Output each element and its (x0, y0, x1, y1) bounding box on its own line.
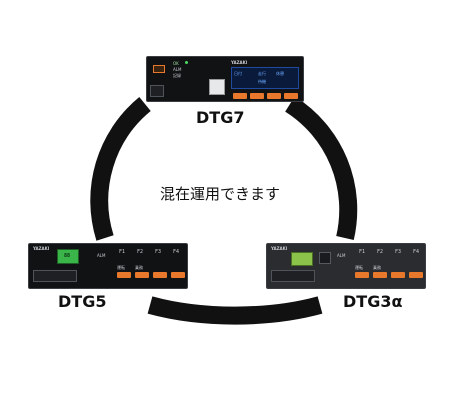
dtg3a-keypad (319, 252, 331, 264)
dtg5-button-3[interactable] (153, 272, 167, 278)
dtg3a-device: YAZAKI ALM F1 F2 F3 F4 運転 乗務 (266, 243, 426, 289)
dtg7-brand: YAZAKI (231, 60, 248, 65)
dtg5-brand: YAZAKI (33, 246, 50, 251)
dtg3a-f1: F1 (359, 249, 366, 255)
center-caption: 混在運用できます (160, 185, 281, 203)
dtg5-f2: F2 (137, 249, 144, 255)
dtg3a-button-1[interactable] (355, 272, 369, 278)
dtg7-label: DTG7 (196, 108, 245, 127)
dtg3a-button-3[interactable] (391, 272, 405, 278)
dtg3a-f4: F4 (413, 249, 420, 255)
dtg7-display: 日付 走行 休憩 待機 (231, 67, 299, 89)
dtg3a-f2: F2 (377, 249, 384, 255)
dtg5-f1: F1 (119, 249, 126, 255)
ring-arc-left (90, 97, 151, 241)
dtg3a-button-2[interactable] (373, 272, 387, 278)
dtg7-device: OK ALM 記録 YAZAKI 日付 走行 休憩 待機 (146, 56, 304, 102)
dtg3a-button-4[interactable] (409, 272, 423, 278)
dtg3a-card-slot (271, 270, 315, 282)
dtg5-screen: 88 (57, 249, 79, 264)
dtg5-card-slot (33, 270, 77, 282)
dtg5-f3: F3 (155, 249, 162, 255)
dtg7-button-3[interactable] (267, 93, 281, 99)
dtg5-screen-value: 88 (64, 253, 71, 259)
dtg5-device: YAZAKI 88 ALM F1 F2 F3 F4 運転 乗務 (28, 243, 188, 289)
dtg7-button-4[interactable] (284, 93, 298, 99)
dtg7-button-2[interactable] (250, 93, 264, 99)
dtg3a-f3: F3 (395, 249, 402, 255)
dtg7-led-green (185, 61, 188, 64)
dtg5-button-1[interactable] (117, 272, 131, 278)
dtg7-card-slot (150, 85, 164, 97)
dtg5-f4: F4 (173, 249, 180, 255)
dtg7-display-run: 走行 (258, 71, 266, 76)
dtg7-center-card-slot (209, 79, 225, 95)
dtg5-alm-label: ALM (97, 253, 106, 258)
dtg5-button-4[interactable] (171, 272, 185, 278)
dtg3a-screen (291, 252, 313, 266)
dtg7-alm-label: ALM (173, 67, 182, 72)
dtg7-display-date: 日付 (234, 71, 242, 76)
dtg7-rec-label: 記録 (173, 73, 181, 78)
dtg3a-drive-label: 運転 (355, 265, 363, 270)
dtg7-display-rest: 休憩 (276, 71, 284, 76)
dtg7-orange-panel (153, 65, 165, 73)
dtg3a-brand: YAZAKI (271, 246, 288, 251)
dtg3a-label: DTG3α (343, 292, 403, 311)
ring-arc-right (285, 96, 358, 241)
ring-arc-bottom (147, 296, 323, 325)
dtg5-label: DTG5 (58, 292, 107, 311)
dtg5-button-2[interactable] (135, 272, 149, 278)
dtg7-display-wait: 待機 (258, 79, 266, 84)
dtg3a-alm-label: ALM (337, 253, 346, 258)
dtg3a-crew-label: 乗務 (373, 265, 381, 270)
dtg5-crew-label: 乗務 (135, 265, 143, 270)
dtg5-drive-label: 運転 (117, 265, 125, 270)
dtg7-button-1[interactable] (233, 93, 247, 99)
dtg7-ok-label: OK (173, 61, 179, 66)
